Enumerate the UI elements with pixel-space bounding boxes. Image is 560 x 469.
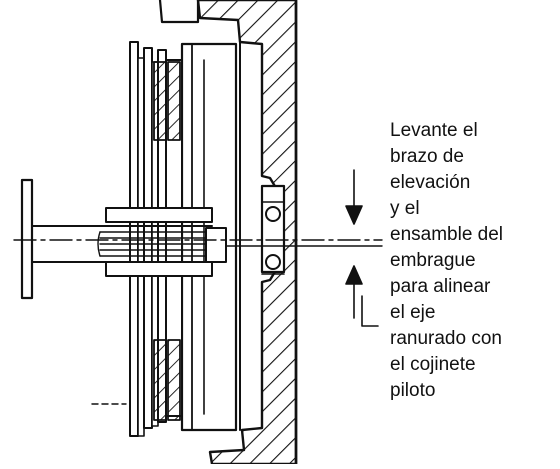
caption-line: el eje (390, 302, 436, 323)
caption-line: piloto (390, 380, 436, 401)
caption-line: y el (390, 198, 420, 219)
alignment-arrows (345, 169, 379, 327)
caption-line: embrague (390, 250, 476, 271)
caption-line: ranurado con (390, 328, 502, 349)
caption-line: el cojinete (390, 354, 476, 375)
flywheel-housing (158, 0, 298, 464)
caption-line: para alinear (390, 276, 491, 297)
caption-line: Levante el (390, 120, 478, 141)
caption-line: ensamble del (390, 224, 504, 245)
caption-line: brazo de (390, 146, 464, 167)
splined-shaft (20, 178, 213, 300)
alignment-instruction: Levante el brazo de elevación y el ensam… (390, 118, 556, 404)
caption-line: elevación (390, 172, 471, 193)
pilot-bearing (260, 184, 286, 275)
